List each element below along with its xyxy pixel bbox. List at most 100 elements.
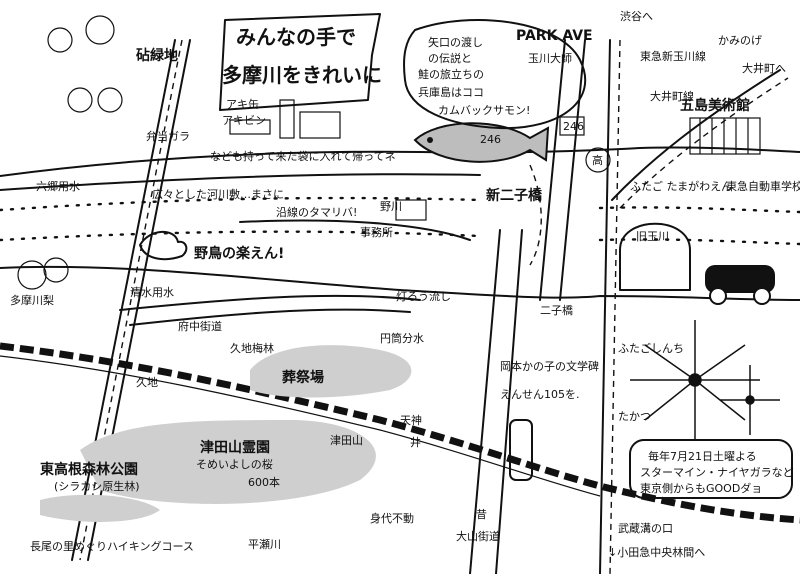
label-reien-count: 600本 [248,475,280,489]
road-246-left [469,229,501,575]
label-shin-futako: 新二子橋 [486,187,543,204]
sosaijo-hill [250,345,412,398]
label-sunagawa: 砧緑地 [136,47,178,64]
label-kyu-tamagawa: 旧玉川 [636,230,669,243]
label-tsumugi: 昔 [476,508,487,521]
road-tamagawa-right [559,39,586,301]
label-kuji-bairin: 久地梅林 [230,341,274,355]
label-gotoh: 五島美術館 [680,97,750,114]
route-246-badge-2 [559,116,585,136]
label-trash-3: 弁当ガラ [146,129,190,143]
label-hanabi-2: スターマイン・ナイヤガラなど [640,466,794,479]
river-bank-north [0,146,800,177]
river-bank-south [0,265,800,301]
label-nogawa: 野川 [380,200,402,213]
label-jimusho: 事務所 [360,225,393,239]
river-dotted-line-3 [598,206,800,214]
label-kuji: 久地 [136,376,158,389]
label-higashi-sub: (シラカシ原生林) [54,479,140,493]
label-oimachi-line: 大井町線 [650,89,694,103]
gotoh-museum-icon [689,117,761,155]
label-hiking: 長尾の里めぐりハイキングコース [30,539,194,553]
label-tenjin-2: 井 [410,435,421,449]
rail-den-en-toshi-main [599,39,611,575]
label-kasenjiki: 広々とした河川敷…まさに [152,187,284,201]
park-ave-badge: PARK AVE [516,28,593,44]
callout-line-4: 兵庫島はココ [418,85,484,99]
label-toro: 灯ろう流し [396,289,451,303]
label-sosaijo: 葬祭場 [282,369,324,386]
label-reien: 津田山霊園 [200,439,270,456]
okamoto-monument-icon [509,419,533,481]
callout-line-2: の伝説と [428,51,472,65]
callout-line-5: カムバックサモン! [438,104,530,117]
classic-car-icon [705,265,775,305]
label-kaminoge: かみのげ [718,34,762,47]
label-okamoto: 岡本かの子の文学碑 [500,359,599,373]
route-246-label: 246 [480,133,501,146]
duck-icon [139,230,188,261]
label-takatsu: たかつ [618,410,651,423]
label-kojigen: 身代不動 [370,511,414,525]
label-den-en-toshi: 東急新玉川線 [640,49,706,63]
title-line-1: みんなの手で [236,25,356,49]
label-jidosha: 東急自動車学校 [726,179,800,193]
label-hanabi-3: 東京側からもGOODダョ [640,481,762,495]
higashi-hill [40,494,160,522]
label-oimachi: 大井町へ [742,61,786,75]
label-mizonokuchi: 武蔵溝の口 [618,522,673,535]
title-line-2: 多摩川をきれいに [222,63,382,87]
river-dotted-line-1 [0,196,482,212]
label-trash-1: アキ缶 [226,97,259,111]
river-dotted-line-2 [0,230,482,242]
label-rokugo: 六郷用水 [36,179,80,193]
rail-den-en-toshi-main-ties [609,39,621,575]
label-trash-2: アキビン [222,114,266,127]
people-illustration [47,15,123,113]
station-marker-label: 高 [592,153,603,167]
callout-arrow [529,164,542,266]
station-marker-icon [585,147,611,173]
river-dotted-line-4 [598,238,800,246]
label-futago: ふたご たまがわえん [630,179,732,193]
rail-nambu-left [71,39,176,561]
tsudayama-hill [80,420,376,504]
nogawa-river [239,219,471,241]
label-shibuya: 渋谷へ [620,10,653,23]
label-oyama: 大山街道 [456,529,500,543]
trash-bottles-icon [229,99,341,139]
callout-bubble [403,19,587,130]
road-246-right [495,229,523,575]
label-trash-note: なども持って来た袋に入れて帰ってネ [210,149,396,163]
nikaryo-canal-1 [119,294,421,311]
road-tamagawa-left [539,39,566,301]
label-yacho: 野鳥の楽えん! [194,245,284,262]
label-odakyu: ↓小田急中央林間へ [608,545,705,559]
label-futako-bridge: 二子橋 [540,303,573,317]
callout-line-3: 鮭の旅立ちの [418,67,484,81]
label-kiyosawa: 清水用水 [130,286,174,299]
salmon-icon [413,122,550,163]
label-okamoto-2: えんせん105を. [500,388,580,401]
label-green: 沿線のタマリバ! [276,205,357,219]
fireworks-illustration [630,320,780,440]
title-banner [219,13,381,111]
rail-oimachi [611,69,781,201]
label-hirase: 平瀬川 [248,537,281,551]
label-futako-shinchi: ふたごしんち [618,341,684,355]
hanabi-info-box [629,439,793,499]
rail-den-en-toshi [0,342,800,524]
jimusho-icon [395,199,427,221]
dome-building-icon [619,222,691,291]
callout-line-1: 矢口の渡し [428,35,483,49]
label-hanabi-1: 毎年7月21日土曜よる [648,449,757,463]
pear-icon [17,257,69,290]
rokugo-canal [0,173,481,191]
label-reien-sub: そめいよしの桜 [196,457,273,471]
label-tenjin: 天神 [400,413,422,427]
label-tsudayama: 津田山 [330,434,363,447]
label-higashi: 東高根森林公園 [40,461,138,478]
label-fuchu: 府中街道 [178,319,222,333]
